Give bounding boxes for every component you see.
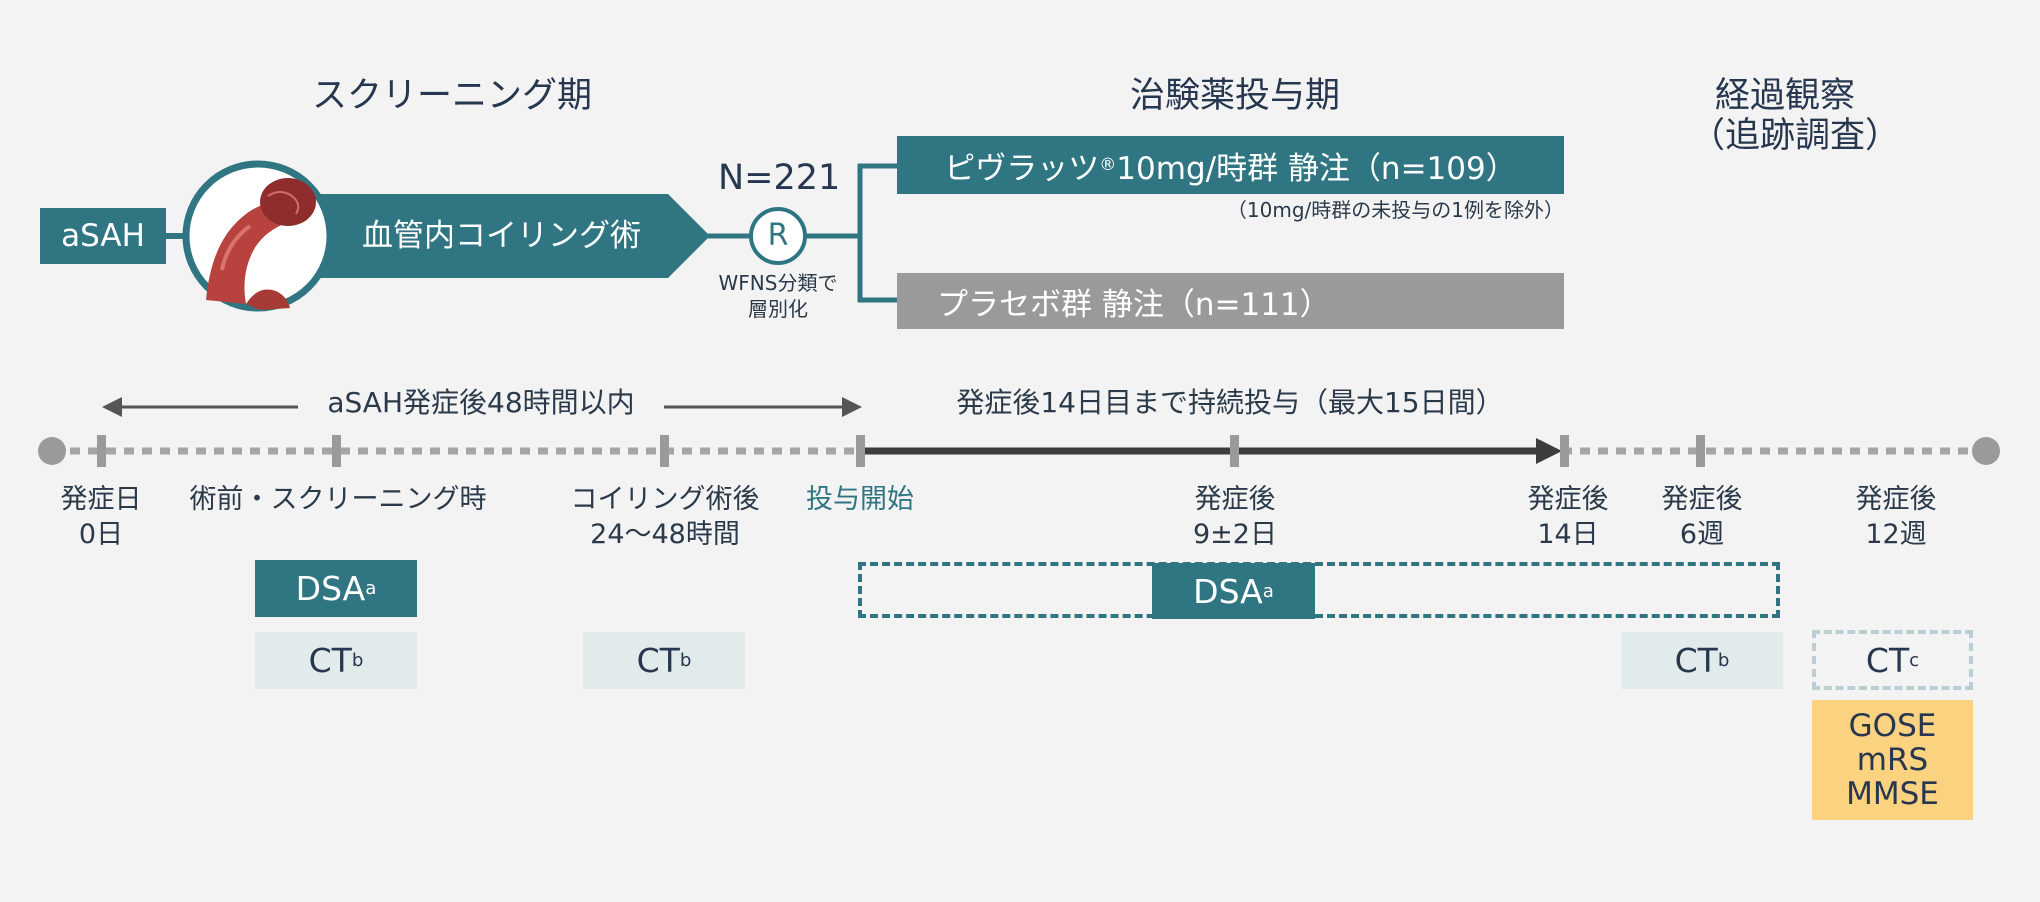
window-arrow-right-head: [842, 397, 862, 417]
outcome-scales-box: GOSE mRS MMSE: [1812, 700, 1973, 820]
flow-diagram: [166, 160, 897, 312]
coiling-arrow-shape: [300, 194, 710, 278]
arm-pivlaz-dose: 10mg/時群 静注（n=109）: [1116, 150, 1517, 187]
dosing-period-label: 発症後14日目まで持続投与（最大15日間）: [956, 386, 1504, 419]
dsa-window-frame: [858, 562, 1780, 618]
mrs-label: mRS: [1856, 742, 1929, 778]
asah-box: aSAH: [40, 208, 166, 264]
n-total-label: N=221: [718, 158, 841, 198]
arm-pivlaz-box: ピヴラッツ®10mg/時群 静注（n=109）: [897, 136, 1564, 194]
stratification-line2: 層別化: [748, 297, 808, 321]
tick-day14: [1560, 435, 1569, 467]
arm-pivlaz-name: ピヴラッツ: [944, 150, 1100, 187]
registered-mark: ®: [1099, 155, 1117, 175]
window-48h-label: aSAH発症後48時間以内: [327, 386, 635, 419]
arm-pivlaz-note: （10mg/時群の未投与の1例を除外）: [1226, 198, 1564, 222]
arm-placebo-box: プラセボ群 静注（n=111）: [897, 273, 1564, 329]
window-arrow-left-head: [102, 397, 122, 417]
tick-screening: [332, 435, 341, 467]
tick-post-coiling: [660, 435, 669, 467]
phase-screening-title: スクリーニング期: [311, 76, 592, 116]
stratification-line1: WFNS分類で: [718, 271, 838, 295]
coiling-label: 血管内コイリング術: [362, 218, 641, 254]
phase-followup-line1: 経過観察: [1714, 76, 1855, 116]
dosing-arrow-head: [1536, 438, 1562, 464]
phase-followup-title: 経過観察 （追跡調査）: [1690, 76, 1901, 156]
point-label-screening: 術前・スクリーニング時: [189, 484, 487, 515]
tick-day0: [97, 435, 106, 467]
stratification-label: WFNS分類で 層別化: [700, 270, 856, 322]
point-label-dosing-start: 投与開始: [806, 484, 914, 515]
aneurysm-illustration: [206, 178, 316, 310]
timeline-start-dot: [38, 437, 66, 465]
phase-treatment-title: 治験薬投与期: [1129, 76, 1340, 116]
timeline-end-dot: [1972, 437, 2000, 465]
phase-followup-line2: （追跡調査）: [1690, 116, 1901, 156]
gose-label: GOSE: [1848, 708, 1937, 744]
tick-week6: [1696, 435, 1705, 467]
tick-day9: [1230, 435, 1239, 467]
tick-dosing-start: [856, 435, 865, 467]
randomize-label: R: [767, 218, 789, 253]
timeline-arrows: [52, 397, 1986, 464]
mmse-label: MMSE: [1846, 776, 1939, 812]
